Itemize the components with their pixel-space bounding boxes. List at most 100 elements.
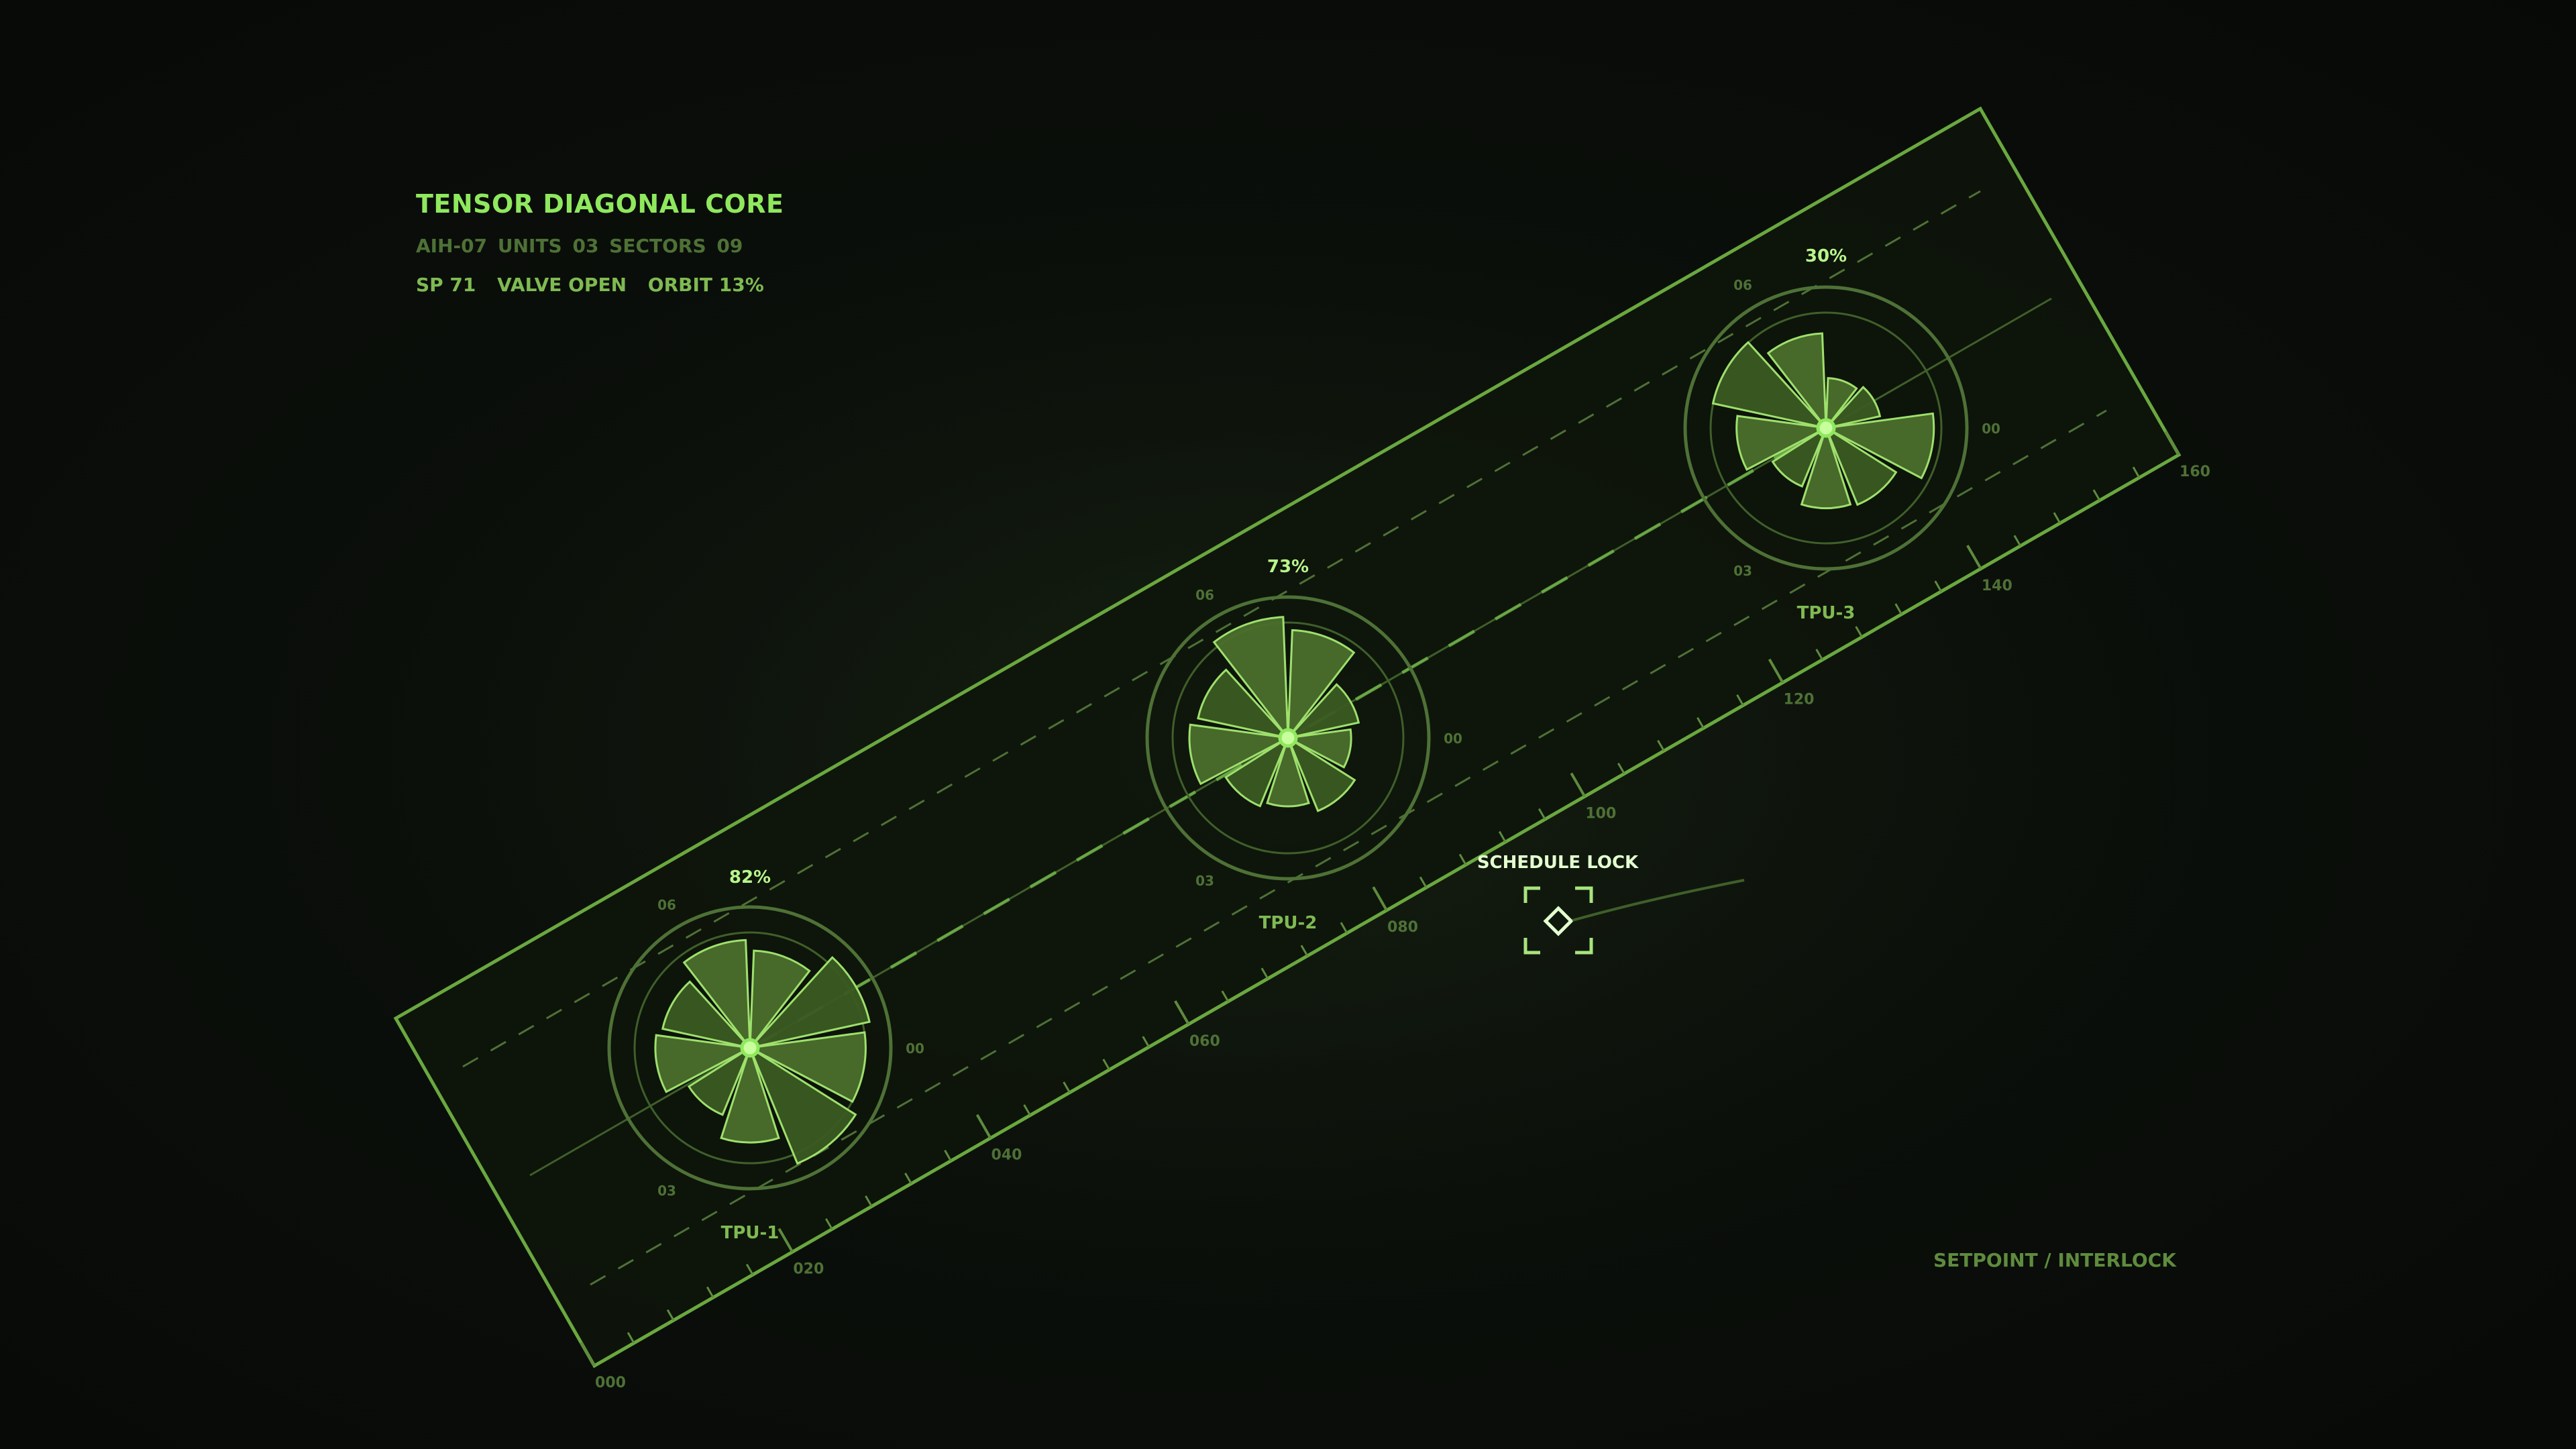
rose-sector (747, 956, 871, 1050)
scale-minor-tick (2092, 489, 2101, 501)
unit-tick-00: 00 (906, 1040, 924, 1057)
scale-major-tick (1966, 545, 1982, 570)
unit-tick-06: 06 (657, 897, 676, 913)
rose-sector (1224, 735, 1291, 808)
scale-minor-tick (1617, 762, 1625, 775)
unit-tick-06: 06 (1733, 277, 1752, 293)
scale-minor-tick (1934, 580, 1942, 592)
target-bracket-icon (1523, 886, 1593, 955)
unit-name-label: TPU-2 (1259, 913, 1318, 933)
rose-sector (1285, 683, 1360, 740)
scale-minor-tick (1697, 717, 1705, 729)
unit-tpu-1[interactable]: 82% 06 00 03 TPU-1 (607, 867, 924, 1243)
scale-minor-tick (1894, 603, 1902, 615)
scale-minor-tick (1736, 694, 1744, 706)
unit-tick-03: 03 (1733, 563, 1752, 579)
unit-hub (1278, 728, 1298, 748)
unit-inner-ring (1709, 311, 1943, 545)
scale-minor-tick (1815, 649, 1823, 661)
page-title: TENSOR DIAGONAL CORE (416, 189, 784, 219)
scale-major-tick (1372, 886, 1388, 911)
unit-outer-ring (1145, 595, 1431, 881)
scale-minor-tick (1260, 967, 1269, 979)
band-data-link (750, 425, 1829, 1050)
scale-minor-tick (1221, 990, 1230, 1002)
scale-label: 120 (1784, 692, 1815, 708)
rose-sector (1771, 425, 1829, 488)
unit-sectors (1711, 332, 1935, 510)
scale-minor-tick (1300, 945, 1309, 957)
rose-sector (747, 1031, 867, 1104)
unit-tpu-3[interactable]: 30% 06 00 03 TPU-3 (1683, 246, 2000, 623)
unit-tpu-2[interactable]: 73% 06 00 03 TPU-2 (1145, 557, 1462, 933)
scale-minor-tick (865, 1195, 873, 1208)
scale-major-tick (2164, 431, 2180, 455)
unit-name-label: TPU-3 (1797, 603, 1856, 623)
scale-minor-tick (1142, 1036, 1150, 1048)
scale-major-tick (1174, 1000, 1190, 1025)
rose-sector (1825, 377, 1858, 431)
unit-sectors (1188, 616, 1360, 812)
scale-minor-tick (825, 1218, 833, 1230)
rose-sector (1188, 723, 1291, 786)
scale-minor-tick (666, 1309, 675, 1321)
rose-sector (682, 938, 751, 1051)
rose-sector (1735, 415, 1829, 472)
status-row: SP 71 VALVE OPEN ORBIT 13% (416, 274, 779, 296)
scale-minor-tick (2132, 466, 2141, 478)
scale-minor-tick (944, 1150, 952, 1162)
unit-tick-00: 00 (1444, 731, 1462, 747)
scale-minor-tick (1023, 1104, 1031, 1116)
scale-label: 080 (1387, 919, 1418, 936)
scale-label: 160 (2180, 464, 2210, 480)
unit-outer-ring (1683, 285, 1969, 571)
scale-label: 100 (1585, 805, 1616, 822)
lock-lead-line (1572, 879, 1745, 922)
valve-status: VALVE OPEN (497, 274, 627, 296)
rose-sector (1285, 735, 1356, 812)
scale-minor-tick (1657, 739, 1665, 752)
lock-diamond-icon (1543, 906, 1574, 936)
rose-sector (1287, 629, 1356, 741)
rose-sector (1212, 616, 1289, 741)
unit-hub (1816, 418, 1836, 438)
band-guide-lower (590, 409, 2107, 1286)
setpoint-interlock-label[interactable]: SETPOINT / INTERLOCK (1933, 1249, 2176, 1271)
core-meta: AIH-07 UNITS 03 SECTORS 09 (416, 235, 743, 257)
scale-minor-tick (1855, 626, 1863, 638)
schedule-lock-target[interactable]: SCHEDULE LOCK (1477, 853, 1745, 955)
unit-hub (740, 1038, 760, 1058)
rose-sector (1800, 425, 1852, 510)
scale-minor-tick (904, 1173, 912, 1185)
rose-sector (1266, 735, 1310, 808)
scale-minor-tick (706, 1286, 714, 1298)
unit-sectors (654, 938, 871, 1165)
scale-label: 020 (793, 1260, 824, 1277)
rose-sector (720, 1044, 780, 1144)
scale-label: 040 (991, 1147, 1022, 1164)
scale-minor-tick (1458, 853, 1467, 865)
schedule-lock-label: SCHEDULE LOCK (1477, 853, 1639, 873)
scale-minor-tick (627, 1332, 635, 1344)
scale-label: 060 (1189, 1033, 1220, 1050)
unit-load-label: 82% (729, 867, 771, 888)
scale-minor-tick (1102, 1059, 1111, 1071)
rose-sector (1823, 412, 1935, 480)
rose-sector (1766, 332, 1827, 431)
scale-minor-tick (2013, 535, 2022, 547)
scale-minor-tick (1419, 876, 1428, 888)
unit-tick-03: 03 (1195, 873, 1214, 889)
unit-name-label: TPU-1 (721, 1223, 780, 1243)
unit-load-label: 30% (1805, 246, 1847, 266)
rose-sector (687, 1045, 753, 1116)
unit-tick-00: 00 (1982, 421, 2000, 437)
scale-minor-tick (1498, 830, 1507, 843)
rose-sector (747, 1045, 857, 1165)
scale-minor-tick (2053, 512, 2061, 524)
setpoint-status: SP 71 (416, 274, 476, 296)
scale-label: 000 (595, 1375, 626, 1391)
rose-sector (654, 1034, 753, 1093)
rose-sector (1285, 728, 1352, 769)
scale-minor-tick (1538, 808, 1546, 820)
